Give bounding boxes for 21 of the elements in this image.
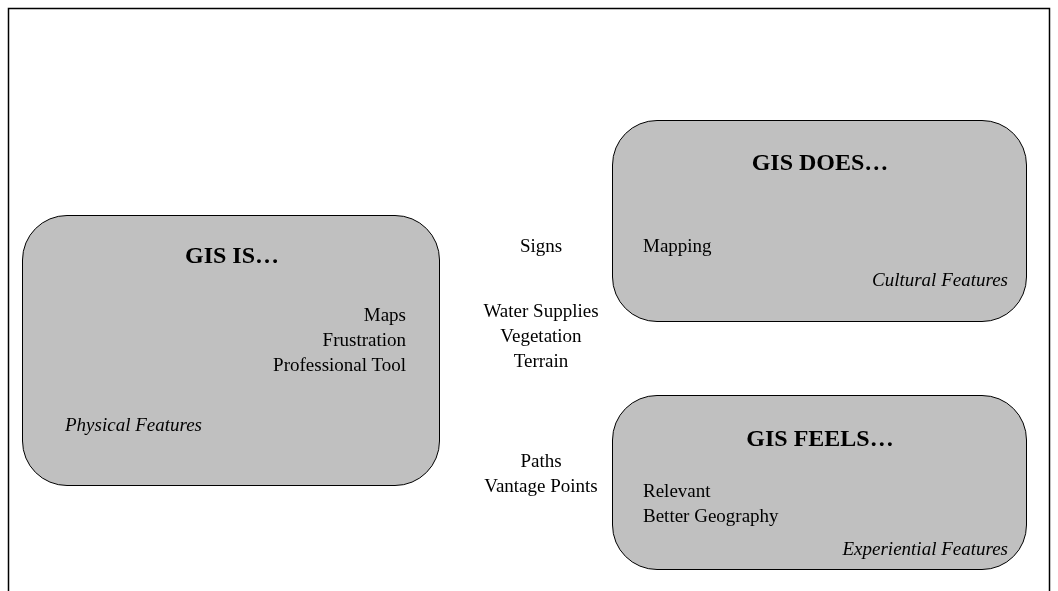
category-label: Physical Features bbox=[65, 414, 202, 436]
feature-label: Vegetation bbox=[500, 325, 582, 347]
list-item: Mapping bbox=[643, 235, 712, 257]
list-item: Frustration bbox=[322, 329, 406, 351]
feature-label: Vantage Points bbox=[484, 475, 598, 497]
rounded-box bbox=[612, 395, 1027, 570]
feature-label: Terrain bbox=[513, 350, 569, 372]
feature-label: Paths bbox=[520, 450, 562, 472]
box-heading: GIS FEELS… bbox=[746, 424, 894, 452]
list-item: Relevant bbox=[643, 480, 711, 502]
category-label: Cultural Features bbox=[872, 269, 1008, 291]
rounded-box bbox=[612, 120, 1027, 322]
list-item: Professional Tool bbox=[273, 354, 406, 376]
feature-label: Water Supplies bbox=[483, 300, 599, 322]
feature-label: Signs bbox=[519, 235, 563, 257]
category-label: Experiential Features bbox=[842, 538, 1008, 560]
box-heading: GIS IS… bbox=[185, 241, 279, 269]
box-heading: GIS DOES… bbox=[751, 148, 889, 176]
list-item: Better Geography bbox=[643, 505, 779, 527]
rounded-box bbox=[22, 215, 440, 486]
list-item: Maps bbox=[363, 304, 406, 326]
